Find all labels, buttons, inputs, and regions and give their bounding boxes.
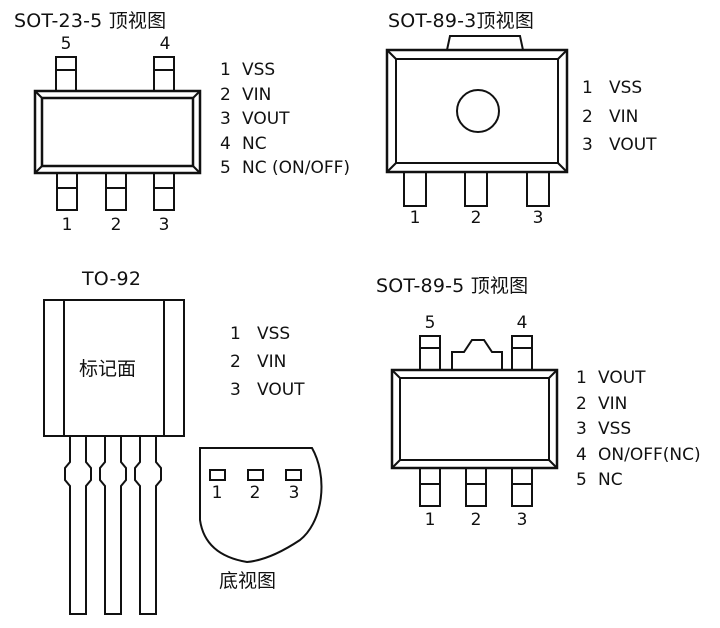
to92-lead-3: [134, 419, 162, 615]
to92-bottom-pin-label: 2: [249, 483, 261, 503]
to92-lead-1: [64, 419, 92, 615]
sot89-5-pin-4: [511, 335, 533, 373]
pin-name: VSS: [257, 324, 291, 344]
sot89-3-pinout: 1 VSS 2 VIN 3 VOUT: [582, 74, 657, 160]
sot23-5-bottom-pin-label: 2: [110, 215, 122, 235]
pinout-row: 1 VSS: [582, 74, 657, 103]
pin-name: NC (ON/OFF): [242, 158, 351, 178]
sot23-5-pin-2: [105, 169, 127, 211]
pinout-row: 2 VIN: [582, 103, 657, 132]
pin-name: VSS: [609, 78, 643, 98]
sot89-5-top-pin-label: 4: [516, 313, 528, 333]
sot89-5-pin-5: [419, 335, 441, 373]
pin-name: VSS: [242, 60, 276, 80]
pin-number: 3: [576, 419, 587, 439]
sot89-3-pin-2: [464, 169, 488, 207]
pinout-row: 1 VOUT: [576, 366, 701, 392]
sot89-3-pin-label: 2: [470, 208, 482, 228]
to92-lead-2: [99, 419, 127, 615]
sot23-5-pin-3: [153, 169, 175, 211]
sot89-3-tab: [445, 35, 525, 51]
pin-number: 1: [230, 324, 241, 344]
pin-number: 2: [220, 84, 231, 105]
sot23-5-title: SOT-23-5 顶视图: [14, 10, 167, 32]
pin-number: 2: [582, 106, 593, 127]
pin-number: 3: [220, 109, 231, 129]
sot89-5-pin-3: [511, 465, 533, 507]
pin-number: 3: [582, 135, 593, 155]
sot89-3-pin-label: 1: [409, 208, 421, 228]
pinout-row: 1 VSS: [230, 320, 305, 348]
sot23-5-pin-4: [153, 56, 175, 94]
sot89-5-bottom-pin-label: 3: [516, 510, 528, 530]
to92-pinout: 1 VSS 2 VIN 3 VOUT: [230, 320, 305, 404]
sot89-5-pin-1: [419, 465, 441, 507]
to92-title: TO-92: [82, 268, 142, 290]
sot89-5-bottom-pin-label: 1: [424, 510, 436, 530]
pin-name: VIN: [598, 393, 628, 414]
sot23-5-bottom-pin-label: 1: [61, 215, 73, 235]
pin-number: 1: [220, 60, 231, 80]
pinout-row: 4 NC: [220, 132, 350, 157]
pin-name: VIN: [257, 352, 287, 372]
sot89-5-title: SOT-89-5 顶视图: [376, 275, 529, 297]
pinout-row: 3 VOUT: [582, 131, 657, 160]
pinout-row: 2 VIN: [230, 348, 305, 376]
pinout-row: 3 VSS: [576, 417, 701, 443]
pin-number: 4: [576, 444, 587, 465]
sot89-5-pin-2: [465, 465, 487, 507]
pin-name: VOUT: [598, 368, 646, 388]
pinout-row: 3 VOUT: [220, 107, 350, 132]
to92-body: [43, 299, 185, 437]
sot23-5-top-pin-label: 5: [60, 34, 72, 54]
pinout-row: 2 VIN: [576, 392, 701, 418]
pin-name: VOUT: [257, 380, 305, 400]
pin-number: 5: [576, 470, 587, 490]
pinout-row: 4 ON/OFF(NC): [576, 443, 701, 469]
sot89-3-pin-label: 3: [532, 208, 544, 228]
to92-bottom-view-label: 底视图: [219, 570, 277, 592]
pin-number: 2: [230, 352, 241, 372]
pin-name: VIN: [609, 106, 639, 127]
pin-number: 1: [582, 78, 593, 98]
pinout-row: 5 NC (ON/OFF): [220, 156, 350, 181]
pin-number: 1: [576, 368, 587, 388]
pin-name: VIN: [242, 84, 272, 105]
pin-name: ON/OFF(NC): [598, 444, 701, 465]
sot89-5-tab: [451, 339, 503, 370]
sot23-5-bottom-pin-label: 3: [158, 215, 170, 235]
sot89-3-title: SOT-89-3顶视图: [388, 10, 535, 32]
to92-bottom-pin-label: 1: [211, 483, 223, 503]
sot23-5-body: [33, 89, 202, 175]
sot89-3-dot: [456, 89, 500, 133]
sot89-3-pin-1: [403, 169, 427, 207]
pin-number: 4: [220, 133, 231, 154]
pin-number: 3: [230, 380, 241, 400]
sot23-5-pin-1: [56, 169, 78, 211]
sot89-5-body: [390, 368, 559, 470]
pinout-row: 5 NC: [576, 468, 701, 494]
pinout-row: 3 VOUT: [230, 376, 305, 404]
sot23-5-pinout: 1 VSS 2 VIN 3 VOUT 4 NC 5 NC (ON/OFF): [220, 58, 350, 181]
pinout-row: 2 VIN: [220, 83, 350, 108]
sot89-5-bottom-pin-label: 2: [470, 510, 482, 530]
pin-name: VOUT: [242, 109, 290, 129]
sot89-3-pin-3: [526, 169, 550, 207]
sot23-5-top-pin-label: 4: [159, 34, 171, 54]
pin-number: 5: [220, 158, 231, 178]
to92-body-label: 标记面: [79, 358, 137, 380]
sot89-5-pinout: 1 VOUT 2 VIN 3 VSS 4 ON/OFF(NC) 5 NC: [576, 366, 701, 494]
pinout-row: 1 VSS: [220, 58, 350, 83]
pin-name: VOUT: [609, 135, 657, 155]
sot23-5-pin-5: [55, 56, 77, 94]
sot89-5-top-pin-label: 5: [424, 313, 436, 333]
sot89-3-body: [385, 48, 569, 174]
pin-number: 2: [576, 393, 587, 414]
pin-name: NC: [242, 133, 267, 154]
pin-name: VSS: [598, 419, 632, 439]
pin-name: NC: [598, 470, 623, 490]
to92-bottom-pin-label: 3: [288, 483, 300, 503]
to92-bottom-view: [199, 447, 323, 564]
